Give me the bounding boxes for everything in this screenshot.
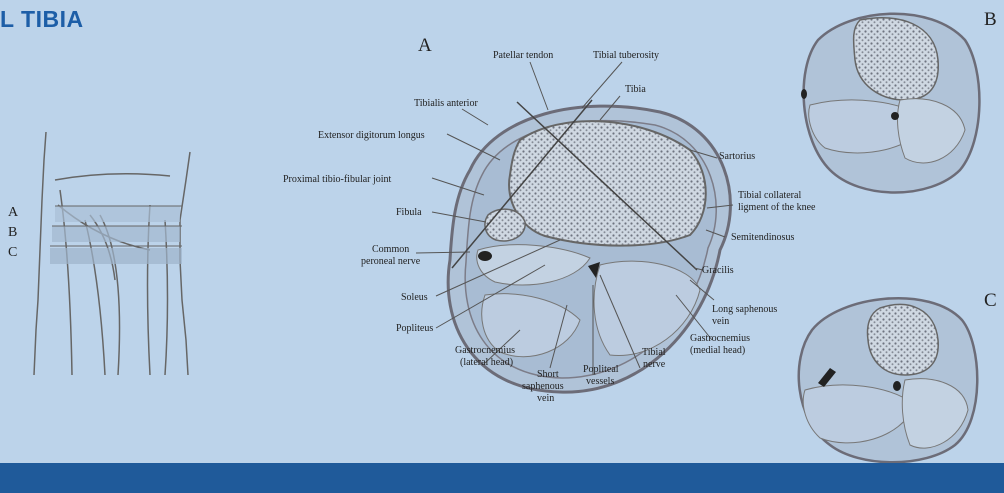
leg-inner-line-2 [84,219,106,376]
nerve-dot-b-1 [801,89,807,99]
knee-top-contour [54,173,171,181]
label-tibial-nerve-line1: Tibial [642,347,666,358]
label-gastrocnemius-medial-line2: (medial head) [690,345,745,356]
label-gastrocnemius-lateral-line2: (lateral head) [460,357,513,368]
label-gastrocnemius-lateral-line1: Gastrocnemius [455,345,515,356]
leg-level-c: C [8,245,17,260]
label-short-saphenous-vein-line2: saphenous [522,381,564,392]
band-b [52,226,180,242]
muscle-c-2 [901,378,969,449]
label-gastrocnemius-medial: Gastrocnemius (medial head) [690,333,753,356]
leg-left-contour [33,131,47,376]
label-long-saphenous-vein-line2: vein [712,316,729,327]
popliteal-vessels-mark [588,262,600,278]
label-gastrocnemius-lateral: Gastrocnemius (lateral head) [455,345,518,368]
label-long-saphenous-vein-line1: Long saphenous [712,304,777,315]
label-popliteus: Popliteus [396,323,433,334]
label-tibial-nerve-line2: nerve [643,359,666,370]
label-popliteal-vessels-line1: Popliteal [583,364,619,375]
label-tibial-collateral-line2: ligment of the knee [738,202,816,213]
section-diagonal-1 [451,99,593,269]
tibia-bone-c [866,303,939,376]
section-diagonal-2 [516,101,698,271]
nerve-dot-b-2 [891,112,899,120]
leg-inner-line-5 [164,219,169,376]
leader-lines [415,61,734,375]
label-tibial-tuberosity: Tibial tuberosity [593,50,659,61]
label-tibial-collateral-ligament: Tibial collateral ligment of the knee [738,190,816,213]
label-common-peroneal-nerve: Common peroneal nerve [361,244,421,267]
page-title: L TIBIA [0,6,84,32]
band-a [55,206,180,222]
label-short-saphenous-vein-line1: Short [537,369,559,380]
muscle-c-1 [802,384,916,444]
label-soleus: Soleus [401,292,428,303]
label-tibia: Tibia [625,84,646,95]
leg-level-b: B [8,225,17,240]
label-gracilis: Gracilis [702,265,734,276]
tibia-bone [508,120,707,247]
label-semitendinosus: Semitendinosus [731,232,794,243]
fibula-bone [484,208,526,242]
label-patellar-tendon: Patellar tendon [493,50,553,61]
cross-section-a [446,99,732,394]
label-short-saphenous-vein: Short saphenous vein [522,369,566,404]
section-c-letter: C [984,290,997,311]
leg-inner-line-4 [146,204,151,376]
label-gastrocnemius-medial-line1: Gastrocnemius [690,333,750,344]
label-long-saphenous-vein: Long saphenous vein [712,304,780,327]
medial-gastrocnemius [593,260,701,357]
label-short-saphenous-vein-line3: vein [537,393,554,404]
label-proximal-tibiofibular-joint: Proximal tibio-fibular joint [283,174,392,185]
nerve-dot-c [893,381,901,391]
leg-level-a: A [8,205,19,220]
cross-section-b [801,12,981,194]
label-tibialis-anterior: Tibialis anterior [414,98,478,109]
label-sartorius: Sartorius [719,151,755,162]
label-fibula: Fibula [396,207,422,218]
label-tibial-collateral-line1: Tibial collateral [738,190,801,201]
band-c [50,248,182,264]
label-popliteal-vessels: Popliteal vessels [583,364,621,387]
section-bands [50,205,182,264]
soleus-muscle [476,244,591,286]
bottom-bar [0,463,1004,493]
section-a-letter: A [418,35,432,56]
label-popliteal-vessels-line2: vessels [586,376,614,387]
label-common-peroneal-nerve-line2: peroneal nerve [361,256,421,267]
label-common-peroneal-nerve-line1: Common [372,244,409,255]
cross-section-c [797,296,979,464]
muscle-b-2 [897,98,966,164]
label-extensor-digitorum-longus: Extensor digitorum longus [318,130,425,141]
common-peroneal-nerve-dot [478,251,492,261]
label-tibial-nerve: Tibial nerve [642,347,668,370]
section-b-letter: B [984,9,997,30]
fibula-bar-c [818,368,836,387]
